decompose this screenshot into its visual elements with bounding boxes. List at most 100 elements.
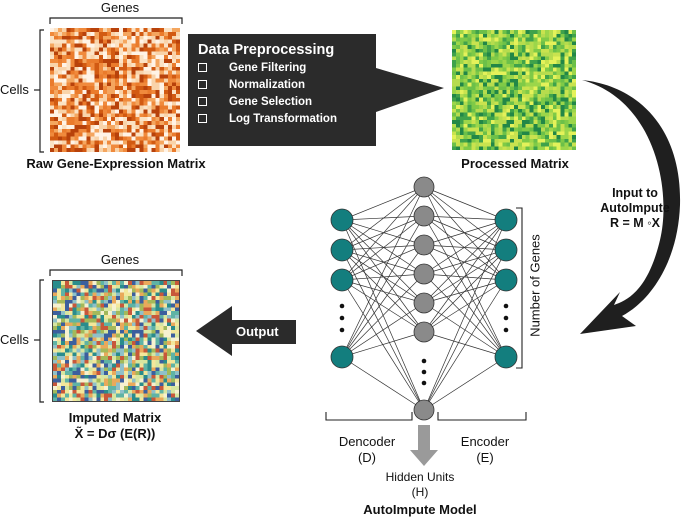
network-edge bbox=[423, 249, 507, 333]
raw-matrix-caption: Raw Gene-Expression Matrix bbox=[26, 156, 206, 171]
model-title: AutoImpute Model bbox=[363, 502, 477, 517]
ellipsis-dot bbox=[339, 327, 345, 333]
raw-matrix-heatmap bbox=[50, 28, 180, 152]
imputed-matrix-heatmap bbox=[52, 280, 180, 402]
ellipsis-dot bbox=[503, 315, 509, 321]
encoder-node bbox=[494, 345, 518, 369]
network-edge bbox=[423, 244, 507, 358]
network-edge bbox=[341, 244, 425, 281]
network-edge bbox=[423, 244, 507, 251]
decoder-node bbox=[330, 238, 354, 262]
decoder-node bbox=[330, 268, 354, 292]
imputed-cells-label: Cells bbox=[0, 332, 29, 347]
preprocessing-step: Gene Selection bbox=[198, 94, 376, 111]
encoder-node bbox=[494, 268, 518, 292]
network-edge bbox=[341, 186, 425, 281]
network-edge bbox=[423, 219, 507, 275]
hidden-node bbox=[413, 205, 435, 227]
hidden-units-arrow bbox=[410, 425, 438, 466]
network-edge bbox=[423, 273, 507, 281]
hidden-node bbox=[413, 234, 435, 256]
imputed-matrix-caption: Imputed Matrix X̃ = Dσ (E(R)) bbox=[68, 410, 162, 441]
network-edge bbox=[423, 215, 507, 281]
network-edge bbox=[341, 219, 425, 246]
decoder-node bbox=[330, 208, 354, 232]
network-edge bbox=[341, 356, 425, 411]
network-edge bbox=[423, 279, 507, 333]
encoder-label: Encoder (E) bbox=[460, 434, 510, 465]
network-edge bbox=[423, 219, 507, 304]
imputed-genes-label: Genes bbox=[100, 252, 140, 267]
network-edge bbox=[341, 279, 425, 411]
network-edge bbox=[423, 279, 507, 304]
network-edge bbox=[423, 186, 507, 251]
network-edge bbox=[423, 331, 507, 358]
ellipsis-dot bbox=[503, 303, 509, 309]
network-edge bbox=[341, 302, 425, 358]
decoder-brace bbox=[325, 412, 413, 421]
network-edge bbox=[423, 273, 507, 358]
input-label: Input to AutoImpute R = M ◦X bbox=[600, 186, 670, 230]
decoder-node bbox=[330, 345, 354, 369]
network-edge bbox=[423, 219, 507, 411]
network-edge bbox=[341, 186, 425, 251]
network-edge bbox=[423, 249, 507, 275]
ellipsis-dot bbox=[339, 303, 345, 309]
hidden-node bbox=[413, 399, 435, 421]
preprocessing-step: Normalization bbox=[198, 77, 376, 94]
network-edge bbox=[341, 249, 425, 304]
preprocessing-step: Log Transformation bbox=[198, 111, 376, 128]
network-edge bbox=[423, 249, 507, 304]
output-label: Output bbox=[236, 324, 279, 339]
network-edge bbox=[423, 215, 507, 358]
encoder-node bbox=[494, 238, 518, 262]
ellipsis-dot bbox=[421, 380, 427, 386]
network-edge bbox=[423, 244, 507, 281]
processed-matrix-heatmap bbox=[452, 30, 576, 150]
raw-cells-label: Cells bbox=[0, 82, 29, 97]
hidden-units-label: Hidden Units (H) bbox=[385, 470, 455, 499]
decoder-label: Dencoder (D) bbox=[338, 434, 396, 465]
network-edge bbox=[423, 215, 507, 221]
network-edge bbox=[423, 356, 507, 411]
network-edge bbox=[423, 219, 507, 333]
network-edge bbox=[341, 273, 425, 281]
hidden-node bbox=[413, 292, 435, 314]
network-edge bbox=[423, 186, 507, 358]
network-edge bbox=[341, 249, 425, 275]
network-edge bbox=[341, 215, 425, 358]
preprocessing-title: Data Preprocessing bbox=[198, 42, 335, 58]
encoder-node bbox=[494, 208, 518, 232]
network-edge bbox=[341, 215, 425, 281]
checkbox-icon bbox=[198, 80, 207, 89]
checkbox-icon bbox=[198, 63, 207, 72]
network-edge bbox=[423, 186, 507, 281]
network-edge bbox=[423, 219, 507, 246]
hidden-node bbox=[413, 321, 435, 343]
hidden-node bbox=[413, 176, 435, 198]
network-edge bbox=[341, 219, 425, 333]
network-edge bbox=[341, 273, 425, 358]
network-edge bbox=[341, 219, 425, 275]
raw-genes-label: Genes bbox=[100, 0, 140, 15]
network-edge bbox=[341, 331, 425, 358]
network-edge bbox=[341, 215, 425, 221]
network-edge bbox=[341, 244, 425, 251]
network-edge bbox=[341, 219, 425, 411]
ellipsis-dot bbox=[421, 358, 427, 364]
ellipsis-dot bbox=[339, 315, 345, 321]
genes-brace bbox=[516, 207, 523, 369]
network-edge bbox=[341, 279, 425, 304]
checkbox-icon bbox=[198, 114, 207, 123]
network-edge bbox=[341, 186, 425, 221]
network-edge bbox=[341, 219, 425, 304]
network-edge bbox=[341, 244, 425, 358]
hidden-node bbox=[413, 263, 435, 285]
preprocessing-box: Data Preprocessing Gene Filtering Normal… bbox=[198, 42, 376, 128]
encoder-brace bbox=[437, 412, 527, 421]
